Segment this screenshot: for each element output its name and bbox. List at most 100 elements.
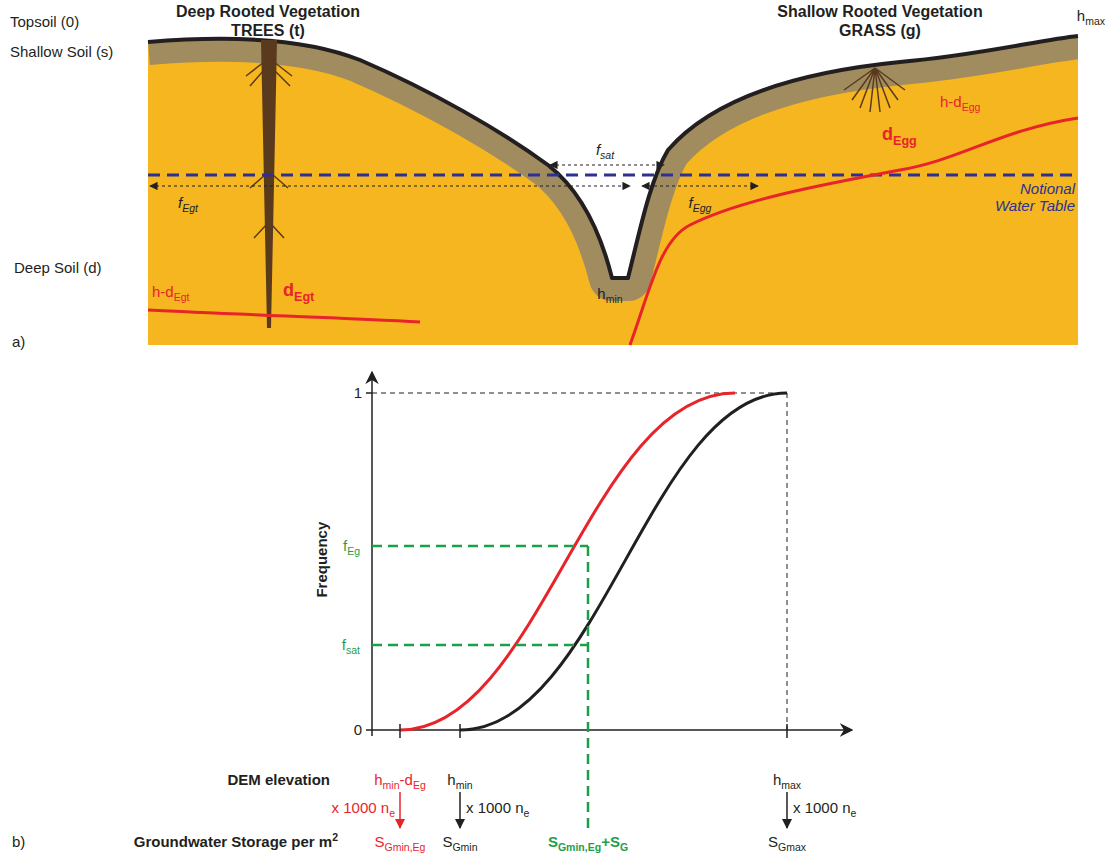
label-part: x 1000 n (793, 799, 851, 816)
label-part: Gmin,Eg (385, 841, 426, 853)
label-part: GRASS (g) (839, 22, 921, 39)
label: fsat (596, 141, 614, 158)
label-part: Eg (413, 779, 426, 791)
label: x 1000 ne (793, 799, 856, 816)
label-part: h-d (940, 93, 962, 110)
label-part: S (375, 833, 385, 850)
label-part: S (442, 833, 452, 850)
label-part: h (374, 771, 382, 788)
tick (366, 392, 372, 394)
label: hmin-dEg (374, 771, 425, 788)
x-ticks (400, 724, 787, 738)
label-part: max (1085, 15, 1105, 27)
label-part: b) (12, 833, 25, 850)
label-part: min (606, 293, 623, 305)
label-part: sat (346, 644, 360, 656)
label: hmax (773, 771, 801, 788)
label-part: Gmin (452, 841, 477, 853)
label-part: Shallow Rooted Vegetation (777, 3, 982, 20)
topsoil-line (148, 36, 1078, 278)
label: fsat (342, 636, 360, 653)
shallow-soil (148, 36, 1078, 278)
label: fEg (343, 537, 360, 554)
x-axis (366, 729, 852, 731)
label: x 1000 ne (466, 799, 529, 816)
label: Shallow Rooted Vegetation (777, 3, 982, 21)
label: 1 (354, 384, 362, 401)
label: dEgt (283, 280, 314, 301)
label: b) (12, 833, 25, 850)
label-part: DEM elevation (227, 771, 330, 788)
label-part: h-d (152, 283, 174, 300)
label-part: d (283, 280, 294, 300)
label-part: e (524, 807, 530, 819)
label: a) (12, 333, 25, 350)
label: 0 (354, 721, 362, 738)
label: TREES (t) (231, 22, 305, 40)
label-part: S (768, 833, 778, 850)
deep-soil (148, 36, 1078, 345)
label-part: Groundwater Storage per m (134, 833, 332, 850)
label: fEgg (689, 194, 712, 211)
label-part: Egt (174, 291, 190, 303)
label-part: Topsoil (0) (10, 13, 79, 30)
label-part: 2 (332, 831, 338, 843)
extinction-curve (400, 393, 735, 730)
label-part: 0 (354, 721, 362, 738)
label-part: h (597, 285, 605, 302)
dem-curve (460, 393, 787, 730)
label: dEgg (882, 124, 917, 145)
grass-extinction-depth-line (630, 118, 1078, 345)
conversion-arrow (399, 792, 401, 828)
label-part: TREES (t) (231, 22, 305, 39)
label-part: d (882, 124, 893, 144)
label-part: Shallow Soil (s) (10, 43, 113, 60)
label: SGmin,Eg (375, 833, 426, 850)
label: h-dEgt (152, 283, 189, 300)
label: fEgt (178, 194, 198, 211)
label: Deep Rooted Vegetation (176, 3, 360, 21)
label-part: Deep Rooted Vegetation (176, 3, 360, 20)
y-axis (371, 372, 373, 736)
label-part: x 1000 n (466, 799, 524, 816)
guide-line (787, 393, 788, 730)
label-part: min (383, 779, 400, 791)
tree-trunk (261, 40, 277, 328)
conversion-arrow (459, 792, 461, 828)
fsat-arrow (550, 164, 664, 165)
label: GRASS (g) (839, 22, 921, 40)
label-part: e (389, 807, 395, 819)
fegg-arrow (642, 185, 758, 186)
label-part: 1 (354, 384, 362, 401)
tree-roots (246, 62, 292, 238)
label: Notional Water Table (983, 180, 1075, 215)
label: hmin (597, 285, 622, 302)
label-part: -d (400, 771, 413, 788)
label-part: Egg (962, 101, 981, 113)
label-part: sat (600, 149, 614, 161)
label-part: min (456, 779, 473, 791)
label-part: Gmin,Eg (558, 841, 601, 853)
label: SGmin,Eg+SG (548, 833, 628, 850)
label: Frequency (313, 522, 330, 598)
label-part: Egg (893, 133, 917, 147)
label: SGmax (768, 833, 806, 850)
label: hmax (1077, 7, 1105, 24)
label-part: x 1000 n (332, 799, 390, 816)
label-part: Egt (294, 289, 314, 303)
label-part: f (689, 194, 693, 211)
label: Topsoil (0) (10, 13, 79, 30)
label-part: e (851, 807, 857, 819)
label-part: f (343, 537, 347, 554)
label: DEM elevation (227, 771, 330, 788)
label: hmin (447, 771, 472, 788)
green-guides (372, 546, 588, 832)
conversion-arrow (786, 792, 788, 828)
grass-roots (844, 68, 905, 112)
water-table (148, 174, 1078, 177)
label: h-dEgg (940, 93, 980, 110)
label-part: f (596, 141, 600, 158)
label-part: a) (12, 333, 25, 350)
